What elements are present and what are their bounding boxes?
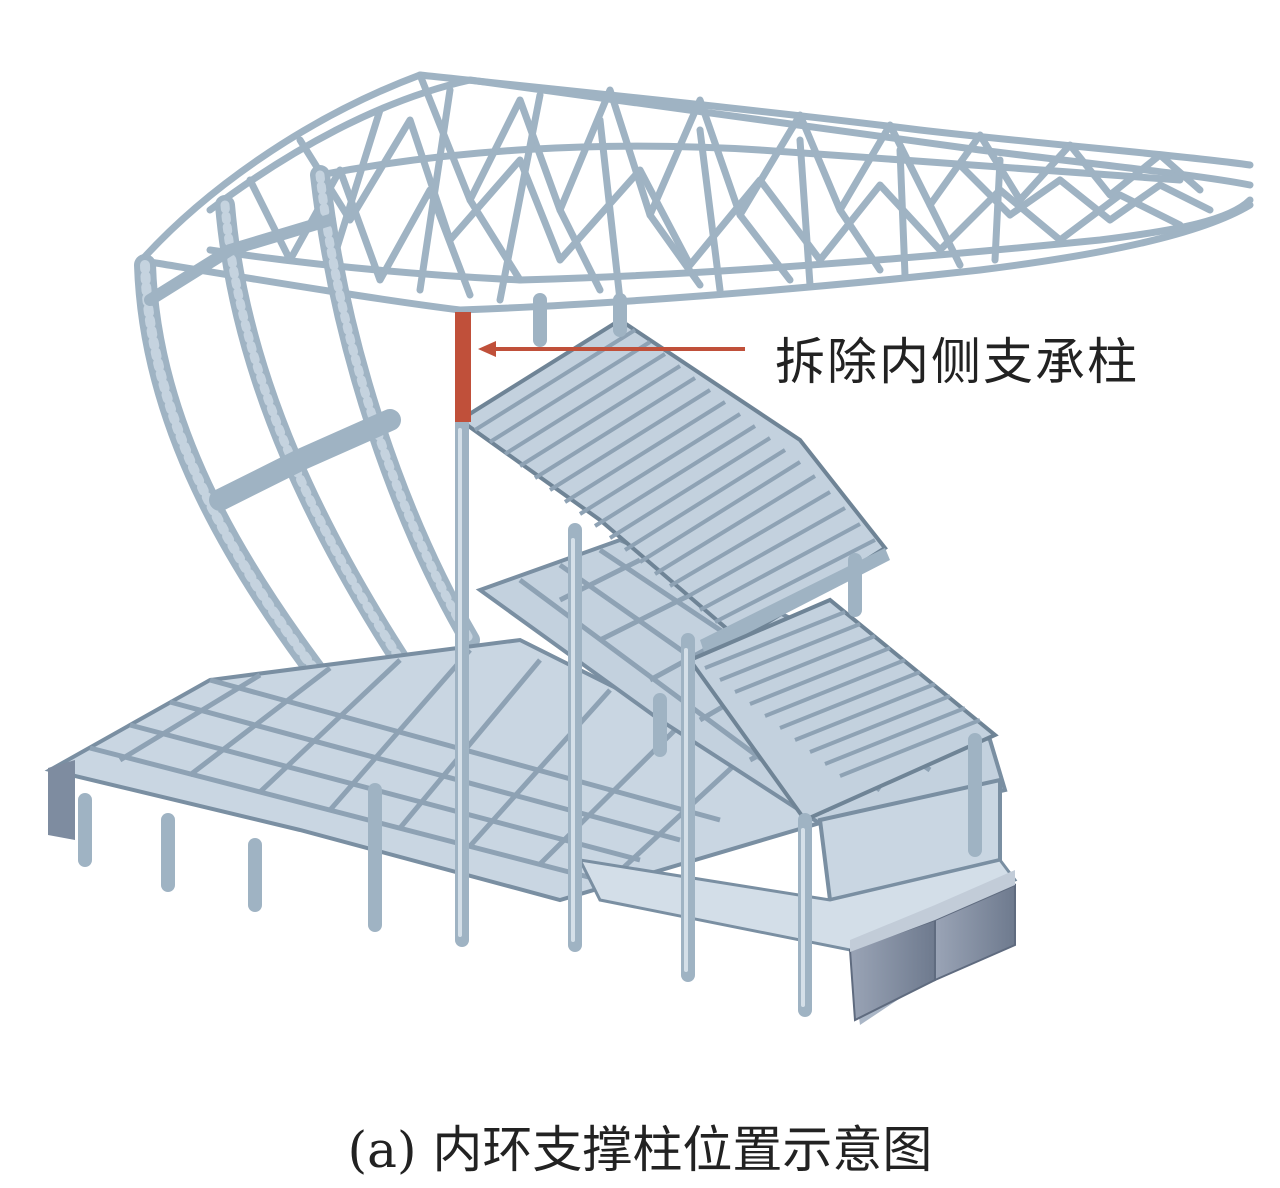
base-blocks [848, 870, 1016, 1025]
lower-floor-slab [44, 637, 835, 903]
callout-label: 拆除内侧支承柱 [775, 333, 1139, 391]
figure-caption: (a) 内环支撑柱位置示意图 [347, 1121, 933, 1179]
callout-arrow [478, 341, 745, 357]
middle-seating-tier [686, 597, 999, 823]
left-cantilever-edge [48, 760, 75, 840]
curved-arch-ribs [134, 165, 480, 701]
roof-truss [136, 71, 1254, 314]
